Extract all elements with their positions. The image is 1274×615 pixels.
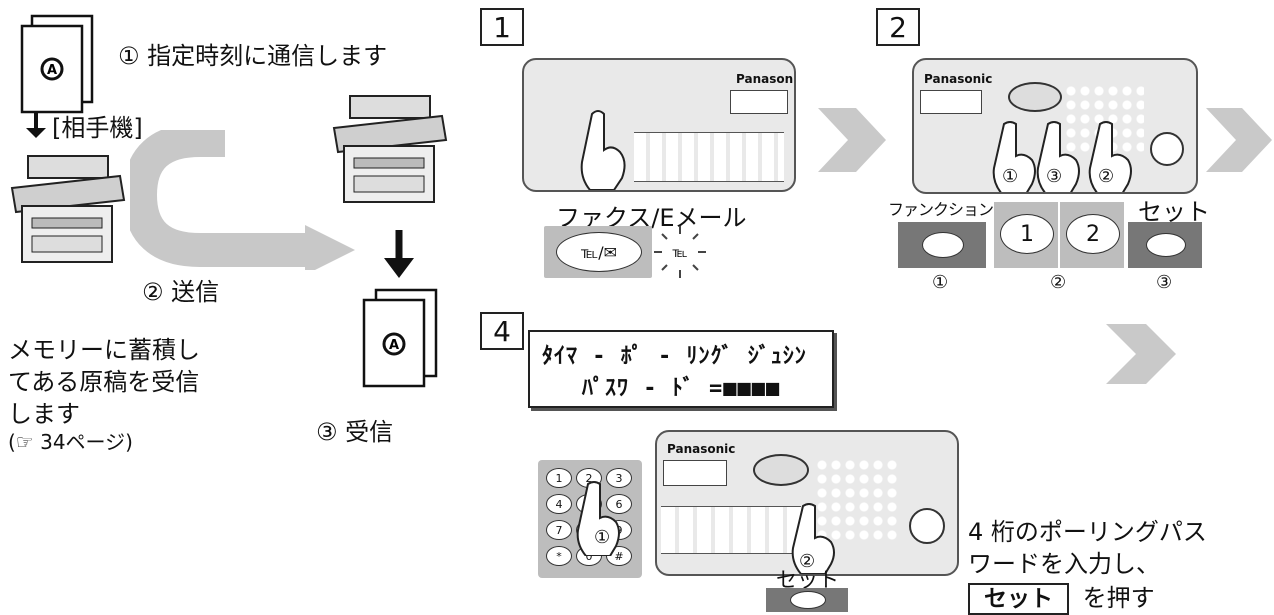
set-button[interactable] bbox=[1146, 233, 1186, 257]
set-label: セット bbox=[1138, 198, 1210, 226]
lcd-display: ﾀｲﾏ - ﾎﾟ - ﾘﾝｸﾞ ｼﾞｭｼﾝ ﾊﾟｽﾜ - ﾄﾞ =■■■■ bbox=[528, 330, 834, 408]
start-button bbox=[909, 508, 945, 544]
finger-mark-2: ② bbox=[1098, 166, 1115, 187]
finger-press-icon bbox=[576, 481, 620, 556]
function-label: ファンクション bbox=[888, 200, 994, 219]
keypad-key[interactable]: 3 bbox=[606, 468, 632, 488]
note-line-2: てある原稿を受信 bbox=[8, 368, 200, 396]
instruction-line-1: 4 桁のポーリングパス bbox=[968, 518, 1207, 546]
step1-text: ① 指定時刻に通信します bbox=[118, 42, 388, 70]
panel-brand: Panasonic bbox=[736, 72, 794, 86]
key-2-button[interactable]: 2 bbox=[1066, 214, 1120, 254]
keypad-key[interactable]: 4 bbox=[546, 494, 572, 514]
fax-machine-icon bbox=[10, 155, 126, 263]
instruction-line-2: ワードを入力し、 bbox=[968, 550, 1160, 578]
transmission-arrow bbox=[130, 130, 355, 270]
function-button[interactable] bbox=[922, 232, 964, 258]
control-panel-illustration: Panasonic ② bbox=[655, 430, 959, 576]
fax-machine-icon bbox=[332, 95, 448, 203]
keypad bbox=[815, 458, 899, 540]
substep-1: ① bbox=[932, 272, 949, 293]
keypad-key[interactable]: 1 bbox=[546, 468, 572, 488]
panel-keys bbox=[634, 132, 784, 182]
step-number-2: 2 bbox=[876, 8, 920, 46]
panel-display bbox=[730, 90, 788, 114]
substep-2: ② bbox=[1050, 272, 1067, 293]
panel-display bbox=[663, 460, 727, 486]
next-chevron-icon bbox=[1206, 108, 1272, 172]
note-line-1: メモリーに蓄積し bbox=[8, 336, 200, 364]
start-button bbox=[1150, 132, 1184, 166]
finger-mark-1: ① bbox=[594, 527, 611, 548]
keypad-key[interactable]: 7 bbox=[546, 520, 572, 540]
finger-mark-1: ① bbox=[1002, 166, 1019, 187]
document-stack-icon: A bbox=[20, 14, 94, 114]
note-line-3: します bbox=[8, 400, 80, 428]
finger-mark-3: ③ bbox=[1046, 166, 1063, 187]
finger-press-icon bbox=[1088, 121, 1132, 192]
substep-3: ③ bbox=[1156, 272, 1173, 293]
step-number-4: 4 bbox=[480, 312, 524, 350]
panel-brand: Panasonic bbox=[924, 72, 993, 86]
nav-pad bbox=[1008, 82, 1062, 112]
down-arrow-icon bbox=[26, 112, 46, 138]
step-number-1: 1 bbox=[480, 8, 524, 46]
panel-display bbox=[920, 90, 982, 114]
down-arrow-icon bbox=[384, 230, 414, 278]
key-1-button[interactable]: 1 bbox=[1000, 214, 1054, 254]
set-button[interactable] bbox=[790, 591, 826, 609]
lamp-blink-icon: ℡ bbox=[654, 226, 706, 278]
finger-press-icon bbox=[580, 110, 626, 190]
svg-text:A: A bbox=[47, 63, 57, 78]
page-reference: (☞ 34ページ) bbox=[8, 430, 133, 454]
keypad-key[interactable]: * bbox=[546, 546, 572, 566]
nav-pad bbox=[753, 454, 809, 486]
keypad-key[interactable]: 6 bbox=[606, 494, 632, 514]
set-button-label: セット bbox=[968, 583, 1069, 615]
instruction-line-3: セット を押す bbox=[968, 578, 1155, 615]
receive-label: ③ 受信 bbox=[316, 418, 394, 446]
next-chevron-icon bbox=[1106, 324, 1176, 384]
lcd-line-2: ﾊﾟｽﾜ - ﾄﾞ =■■■■ bbox=[582, 376, 781, 401]
lower-keys bbox=[661, 506, 801, 554]
instruction-tail: を押す bbox=[1082, 584, 1155, 612]
finger-press-icon bbox=[791, 503, 835, 574]
finger-press-icon bbox=[992, 121, 1036, 192]
finger-press-icon bbox=[1036, 121, 1080, 192]
lcd-line-1: ﾀｲﾏ - ﾎﾟ - ﾘﾝｸﾞ ｼﾞｭｼﾝ bbox=[542, 344, 807, 369]
send-label: ② 送信 bbox=[142, 278, 220, 306]
svg-text:℡: ℡ bbox=[671, 245, 687, 261]
control-panel-illustration: Panasonic ① ③ ② bbox=[912, 58, 1198, 194]
svg-text:A: A bbox=[389, 338, 399, 353]
received-document-icon: A bbox=[362, 288, 438, 388]
control-panel-illustration: Panasonic bbox=[522, 58, 796, 192]
finger-mark-2: ② bbox=[799, 551, 816, 572]
next-chevron-icon bbox=[818, 108, 886, 172]
fax-email-button[interactable]: ℡/✉ bbox=[556, 232, 642, 272]
remote-machine-label: [相手機] bbox=[52, 114, 143, 142]
panel-brand: Panasonic bbox=[667, 442, 736, 456]
